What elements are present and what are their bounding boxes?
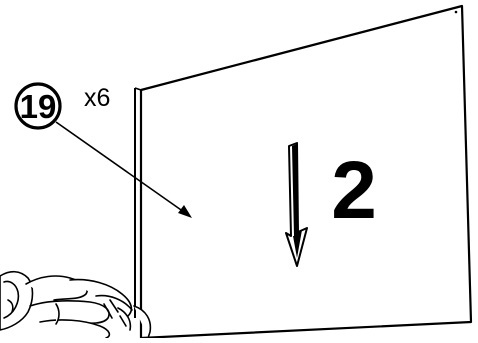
- step-number: 2: [331, 145, 377, 236]
- panel-board: [139, 4, 473, 340]
- part-callout: 19: [14, 82, 62, 130]
- leader-line: [55, 121, 192, 218]
- part-quantity: x6: [84, 84, 110, 112]
- hand-icon: [0, 270, 152, 339]
- part-number: 19: [20, 88, 57, 125]
- callout-circle: [14, 82, 62, 130]
- arrow-down-icon: [285, 142, 308, 267]
- panel-corner-mark: [454, 10, 458, 14]
